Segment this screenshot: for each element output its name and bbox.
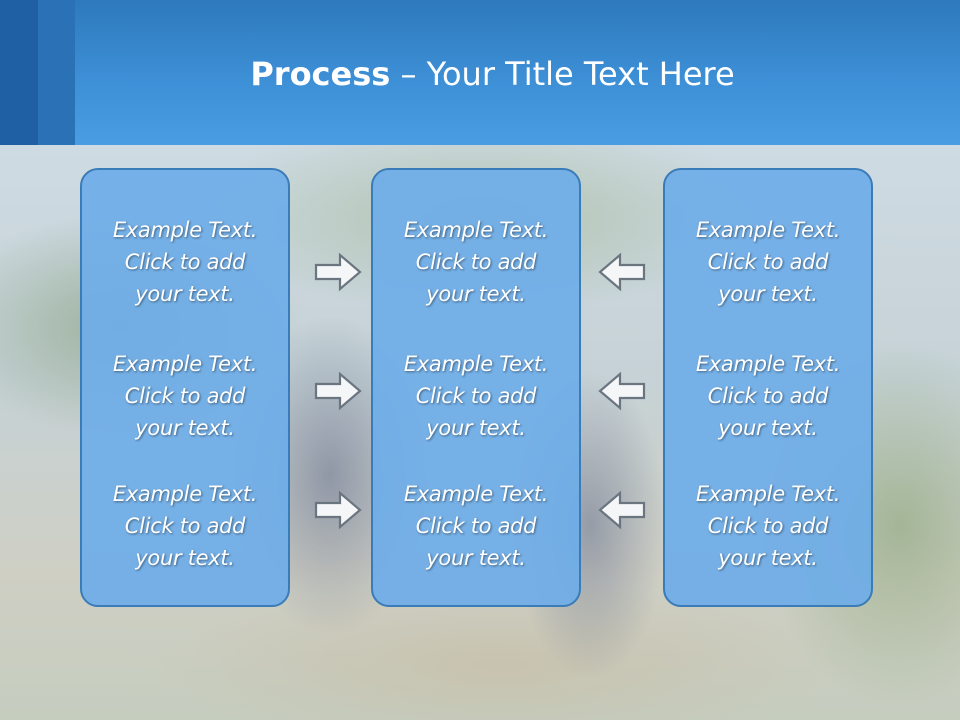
text-line: Example Text. <box>695 218 841 242</box>
process-box-left[interactable]: Example Text. Click to add your text. Ex… <box>80 168 290 607</box>
process-box-center[interactable]: Example Text. Click to add your text. Ex… <box>371 168 581 607</box>
text-item[interactable]: Example Text. Click to add your text. <box>665 478 871 574</box>
text-line: your text. <box>426 546 526 570</box>
text-item[interactable]: Example Text. Click to add your text. <box>373 214 579 310</box>
arrow-left-icon <box>598 252 646 292</box>
text-line: Example Text. <box>403 352 549 376</box>
text-line: your text. <box>718 282 818 306</box>
text-line: Click to add <box>124 250 246 274</box>
header-accent-stripe-dark <box>0 0 38 145</box>
text-item[interactable]: Example Text. Click to add your text. <box>665 214 871 310</box>
text-line: your text. <box>426 416 526 440</box>
text-line: Click to add <box>415 250 537 274</box>
text-line: Example Text. <box>403 482 549 506</box>
text-line: Click to add <box>415 384 537 408</box>
text-line: Click to add <box>415 514 537 538</box>
text-line: Example Text. <box>112 482 258 506</box>
text-line: your text. <box>135 416 235 440</box>
arrow-right-icon <box>314 252 362 292</box>
title-bold: Process <box>250 55 391 93</box>
text-line: Example Text. <box>695 352 841 376</box>
title-rest: – Your Title Text Here <box>390 55 735 93</box>
text-item[interactable]: Example Text. Click to add your text. <box>82 214 288 310</box>
slide-title[interactable]: Process – Your Title Text Here <box>0 52 960 96</box>
text-line: your text. <box>718 416 818 440</box>
text-line: your text. <box>135 546 235 570</box>
text-item[interactable]: Example Text. Click to add your text. <box>665 348 871 444</box>
arrow-right-icon <box>314 371 362 411</box>
text-line: Example Text. <box>403 218 549 242</box>
arrow-left-icon <box>598 371 646 411</box>
text-line: Example Text. <box>112 352 258 376</box>
text-item[interactable]: Example Text. Click to add your text. <box>82 478 288 574</box>
text-line: Click to add <box>124 384 246 408</box>
text-line: Example Text. <box>112 218 258 242</box>
text-line: Click to add <box>707 384 829 408</box>
text-line: Click to add <box>707 514 829 538</box>
text-line: Click to add <box>124 514 246 538</box>
text-item[interactable]: Example Text. Click to add your text. <box>82 348 288 444</box>
process-box-right[interactable]: Example Text. Click to add your text. Ex… <box>663 168 873 607</box>
text-item[interactable]: Example Text. Click to add your text. <box>373 348 579 444</box>
text-line: Click to add <box>707 250 829 274</box>
text-line: your text. <box>426 282 526 306</box>
header-accent-stripe <box>38 0 75 145</box>
text-item[interactable]: Example Text. Click to add your text. <box>373 478 579 574</box>
text-line: your text. <box>718 546 818 570</box>
title-bar: Process – Your Title Text Here <box>0 0 960 145</box>
arrow-left-icon <box>598 490 646 530</box>
text-line: your text. <box>135 282 235 306</box>
arrow-right-icon <box>314 490 362 530</box>
text-line: Example Text. <box>695 482 841 506</box>
